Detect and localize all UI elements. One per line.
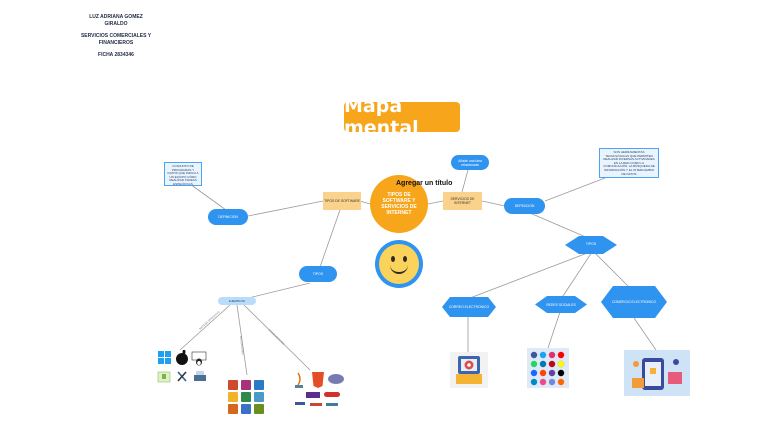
- internet-types-label: TIPOS: [585, 242, 597, 246]
- author-name-line1: LUZ ADRIANA GOMEZ: [89, 14, 143, 20]
- ficha-number: FICHA 2834346: [98, 52, 134, 58]
- related-idea-pill[interactable]: Añade una idea relacionada: [451, 155, 489, 170]
- email-node-label: CORREO ELECTRONICO: [448, 305, 490, 309]
- edge-label-os: SISTEMA OPERATIVO: [198, 310, 221, 331]
- social-networks-label: REDES SOCIALES: [546, 302, 576, 307]
- internet-services-node[interactable]: SERVICIOS DE INTERNET: [443, 192, 482, 210]
- edge-label-programming: PROGRAMACIÓN: [267, 327, 286, 346]
- apple-logo-icon: [176, 349, 188, 365]
- social-media-grid-icon: [527, 348, 569, 388]
- programming-icons-group: [292, 370, 346, 412]
- software-definition-note[interactable]: CONJUNTO DE PROGRAMAS Y DATOS QUE INDICA…: [164, 162, 202, 186]
- html5-icon: [312, 372, 324, 388]
- central-topic-node[interactable]: TIPOS DE SOFTWARE Y SERVICIOS DE INTERNE…: [370, 175, 428, 233]
- internet-definition-pill[interactable]: DEFINICION: [504, 198, 545, 214]
- tools-icon: [177, 371, 187, 382]
- linux-logo-icon: [191, 351, 207, 366]
- software-definition-pill[interactable]: DEFINICION: [208, 209, 248, 225]
- smiley-icon: [375, 240, 423, 288]
- email-icon: [450, 352, 488, 388]
- author-name-line2: GIRALDO: [104, 20, 128, 27]
- title-banner[interactable]: Mapa mental: [344, 95, 460, 139]
- java-icon: [295, 372, 303, 388]
- software-examples-pill[interactable]: TIPOS: [299, 266, 337, 282]
- email-node[interactable]: CORREO ELECTRONICO: [442, 297, 496, 317]
- author-header: LUZ ADRIANA GOMEZ GIRALDO SERVICIOS COME…: [70, 14, 162, 59]
- ecommerce-node-label: COMERCIO ELECTRONICO: [611, 300, 657, 304]
- social-networks-node[interactable]: REDES SOCIALES: [535, 296, 587, 313]
- ecommerce-illustration-icon: [624, 350, 690, 396]
- internet-definition-note[interactable]: SON HERRAMIENTAS TECNOLÓGICAS QUE PERMIT…: [599, 148, 659, 178]
- php-icon: [328, 374, 344, 384]
- ecommerce-node[interactable]: COMERCIO ELECTRONICO: [601, 286, 667, 318]
- software-types-node[interactable]: TIPOS DE SOFTWARE: [323, 192, 361, 210]
- edge-label-apps: APLICACIONES: [239, 336, 245, 356]
- android-icon: [157, 371, 171, 383]
- add-title-hint[interactable]: Agregar un título: [396, 180, 453, 187]
- office-apps-icon: [226, 378, 268, 416]
- internet-types-diamond[interactable]: TIPOS: [565, 236, 617, 254]
- printer-icon: [194, 371, 206, 381]
- dotnet-icon: [306, 392, 320, 398]
- program-line1: SERVICIOS COMERCIALES Y: [80, 33, 152, 39]
- software-examples-subnode[interactable]: EJEMPLOS: [218, 297, 256, 305]
- windows-logo-icon: [158, 351, 171, 364]
- program-line2: FINANCIEROS: [98, 39, 134, 46]
- os-icons-group: [156, 349, 210, 386]
- oracle-icon: [324, 392, 340, 397]
